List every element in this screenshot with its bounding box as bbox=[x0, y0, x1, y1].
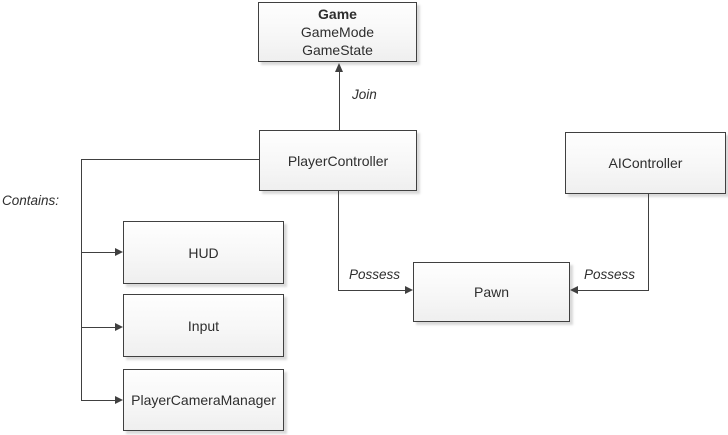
edge-contains-pcm-arrowhead-icon bbox=[115, 396, 123, 404]
node-player-camera-manager-label: PlayerCameraManager bbox=[131, 392, 276, 408]
node-pawn-label: Pawn bbox=[473, 284, 510, 300]
node-input-label: Input bbox=[187, 317, 220, 334]
node-input: Input bbox=[123, 294, 284, 357]
edge-contains-trunk-line bbox=[81, 159, 82, 401]
edge-join-line bbox=[339, 70, 340, 130]
node-pawn: Pawn bbox=[413, 262, 570, 322]
edge-label-join: Join bbox=[352, 87, 377, 102]
edge-possess-left-hline bbox=[338, 290, 407, 291]
edge-possess-right-hline bbox=[578, 290, 649, 291]
node-player-controller: PlayerController bbox=[259, 130, 417, 191]
edge-contains-pcm-line bbox=[81, 400, 117, 401]
node-game-title: Game bbox=[318, 6, 357, 22]
edge-contains-top-line bbox=[81, 159, 259, 160]
edge-contains-hud-line bbox=[81, 252, 117, 253]
edge-possess-right-vline bbox=[648, 194, 649, 291]
edge-possess-left-arrowhead-icon bbox=[405, 286, 413, 294]
edge-possess-left-vline bbox=[338, 191, 339, 291]
node-hud: HUD bbox=[123, 221, 284, 284]
node-ai-controller-label: AIController bbox=[608, 155, 683, 171]
node-game-lines: Game GameMode GameState bbox=[301, 5, 374, 59]
edge-label-possess-left: Possess bbox=[349, 267, 401, 282]
node-game-subtitle-gamemode: GameMode bbox=[300, 24, 375, 40]
node-game: Game GameMode GameState bbox=[258, 2, 417, 62]
edge-label-possess-right: Possess bbox=[584, 267, 636, 282]
edge-possess-right-arrowhead-icon bbox=[570, 286, 578, 294]
node-game-subtitle-gamestate: GameState bbox=[302, 42, 373, 58]
node-ai-controller: AIController bbox=[565, 132, 726, 194]
edge-contains-hud-arrowhead-icon bbox=[115, 248, 123, 256]
edge-contains-input-line bbox=[81, 327, 117, 328]
edge-label-contains: Contains: bbox=[2, 193, 60, 208]
node-player-controller-label: PlayerController bbox=[287, 152, 389, 169]
edge-contains-input-arrowhead-icon bbox=[115, 323, 123, 331]
node-player-camera-manager: PlayerCameraManager bbox=[123, 369, 284, 431]
edge-join-arrowhead-icon bbox=[335, 63, 343, 72]
node-hud-label: HUD bbox=[188, 244, 219, 261]
